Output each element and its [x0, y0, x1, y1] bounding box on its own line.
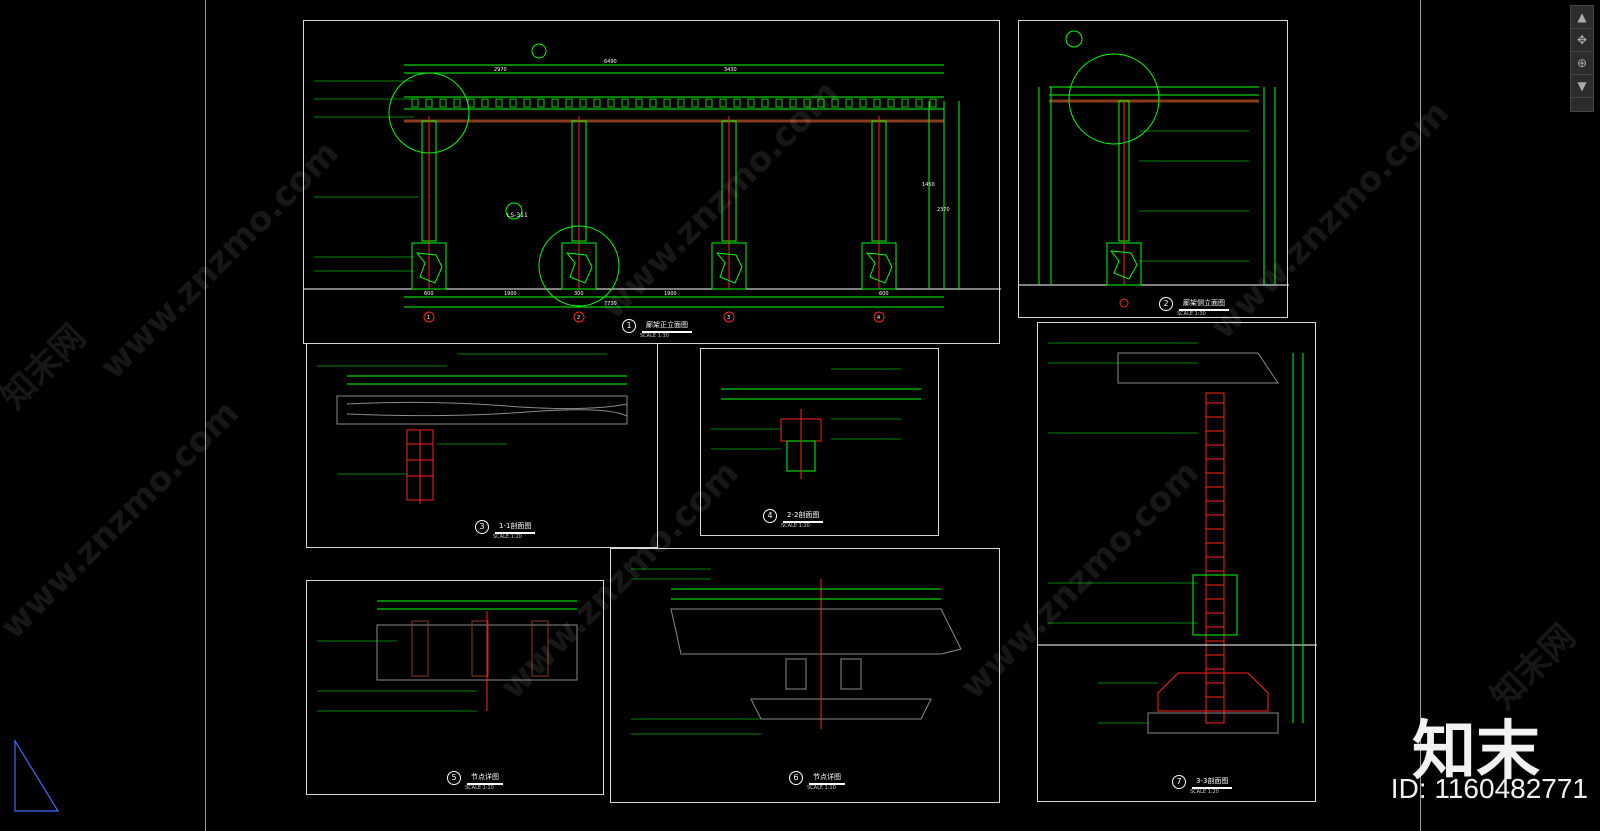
front-elevation-svg: LS-311 1450 2370 2970 3430 6490 600 1900… — [304, 43, 1001, 323]
layout-boundary-left — [205, 0, 206, 831]
zoom-down-icon[interactable]: ▼ — [1571, 75, 1593, 98]
viewport-scroll-panel[interactable]: ▲ ✥ ⊕ ▼ — [1570, 5, 1594, 112]
elevation-bottom-dim-4: 1900 — [664, 291, 677, 297]
axis-label: 2 — [577, 315, 580, 321]
section-1-1-svg — [317, 353, 628, 504]
resource-id: ID: 1160482771 — [1390, 773, 1588, 804]
axis-marker — [573, 311, 585, 323]
side-elevation-svg — [1019, 30, 1289, 308]
elevation-side-dim-2: 2370 — [937, 207, 950, 213]
elevation-top-dim-1: 2970 — [494, 67, 507, 73]
elevation-side-dim-1: 1450 — [922, 182, 935, 188]
watermark-cn-1: 知末网 — [0, 316, 94, 418]
pan-icon[interactable]: ✥ — [1571, 29, 1593, 52]
elevation-top-dim-2: 3430 — [724, 67, 737, 73]
site-logo: 知末 — [1412, 714, 1540, 789]
axis-marker — [423, 311, 435, 323]
drawing-front-elevation[interactable]: LS-311 1450 2370 2970 3430 6490 600 1900… — [303, 20, 1001, 344]
axis-label: 3 — [727, 315, 730, 321]
watermark-4: www.znzmo.com — [0, 392, 247, 648]
detail-ref-label: LS-311 — [507, 212, 528, 219]
elevation-bottom-dim-2: 1900 — [504, 291, 517, 297]
section-3-3-svg — [1038, 342, 1317, 734]
elevation-top-dim-3: 6490 — [604, 59, 617, 65]
zoom-up-icon[interactable]: ▲ — [1571, 6, 1593, 29]
axis-label: 4 — [877, 315, 880, 321]
ucs-triangle-icon — [14, 738, 60, 812]
elevation-bottom-dim-3: 300 — [574, 291, 584, 297]
section-2-2-svg — [711, 368, 921, 479]
elevation-bottom-dim-6: 7730 — [604, 301, 617, 307]
axis-marker — [873, 311, 885, 323]
axis-label: 1 — [427, 315, 430, 321]
elevation-bottom-dim-1: 600 — [424, 291, 434, 297]
axis-marker — [723, 311, 735, 323]
node-detail-5-svg — [317, 600, 578, 712]
node-detail-6-svg — [631, 568, 962, 735]
layout-boundary-right — [1420, 0, 1421, 831]
elevation-bottom-dim-5: 600 — [879, 291, 889, 297]
zoom-icon[interactable]: ⊕ — [1571, 52, 1593, 75]
